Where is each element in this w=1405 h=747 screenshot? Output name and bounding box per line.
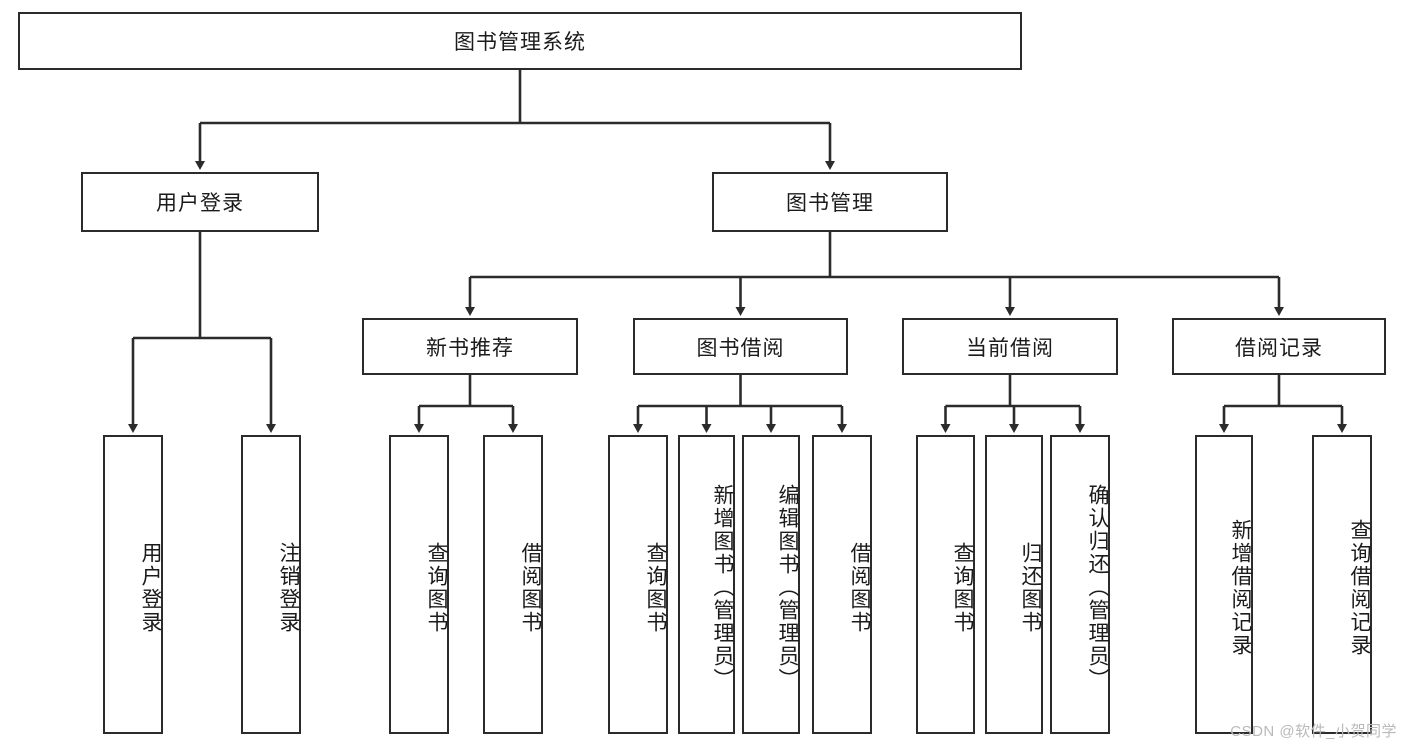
node-label: 归还图书 [1019, 541, 1042, 634]
node-l-edit: 编辑图书（管理员） [742, 435, 800, 734]
node-l-addrec: 新增借阅记录 [1195, 435, 1253, 734]
node-l-b2: 借阅图书 [812, 435, 872, 734]
node-l-add: 新增图书（管理员） [678, 435, 735, 734]
node-label: 图书借阅 [696, 336, 785, 360]
node-l-q2: 查询图书 [608, 435, 668, 734]
node-label: 查询图书 [644, 541, 667, 634]
node-l-confirm: 确认归还（管理员） [1050, 435, 1110, 734]
node-root: 图书管理系统 [18, 12, 1022, 70]
node-l-return: 归还图书 [985, 435, 1043, 734]
node-label: 查询借阅记录 [1348, 518, 1371, 657]
node-label: 图书管理 [786, 192, 874, 215]
node-n-current: 当前借阅 [902, 318, 1118, 375]
node-l-q1: 查询图书 [389, 435, 449, 734]
node-label: 确认归还（管理员） [1086, 484, 1109, 691]
watermark-text: CSDN @软件_小贺同学 [1230, 723, 1397, 740]
node-n-login: 用户登录 [81, 172, 319, 232]
node-label: 编辑图书（管理员） [776, 484, 799, 691]
node-label: 图书管理系统 [454, 31, 586, 54]
node-n-newrec: 新书推荐 [362, 318, 578, 375]
node-label: 借阅记录 [1235, 336, 1323, 360]
node-n-borrow: 图书借阅 [633, 318, 848, 375]
node-label: 用户登录 [139, 541, 162, 634]
node-label: 查询图书 [425, 541, 448, 634]
node-label: 注销登录 [277, 541, 300, 634]
node-n-bookmgr: 图书管理 [712, 172, 948, 232]
node-label: 新书推荐 [426, 336, 514, 360]
node-n-records: 借阅记录 [1172, 318, 1386, 375]
node-label: 借阅图书 [519, 541, 542, 634]
node-l-logout: 注销登录 [241, 435, 301, 734]
node-label: 新增借阅记录 [1229, 518, 1252, 657]
node-l-b1: 借阅图书 [483, 435, 543, 734]
node-label: 新增图书（管理员） [711, 484, 734, 691]
node-l-q3: 查询图书 [916, 435, 975, 734]
node-l-qrec: 查询借阅记录 [1312, 435, 1372, 734]
node-label: 查询图书 [951, 541, 974, 634]
node-l-login: 用户登录 [103, 435, 163, 734]
node-label: 借阅图书 [848, 541, 871, 634]
node-label: 当前借阅 [966, 336, 1054, 360]
node-label: 用户登录 [156, 192, 244, 215]
